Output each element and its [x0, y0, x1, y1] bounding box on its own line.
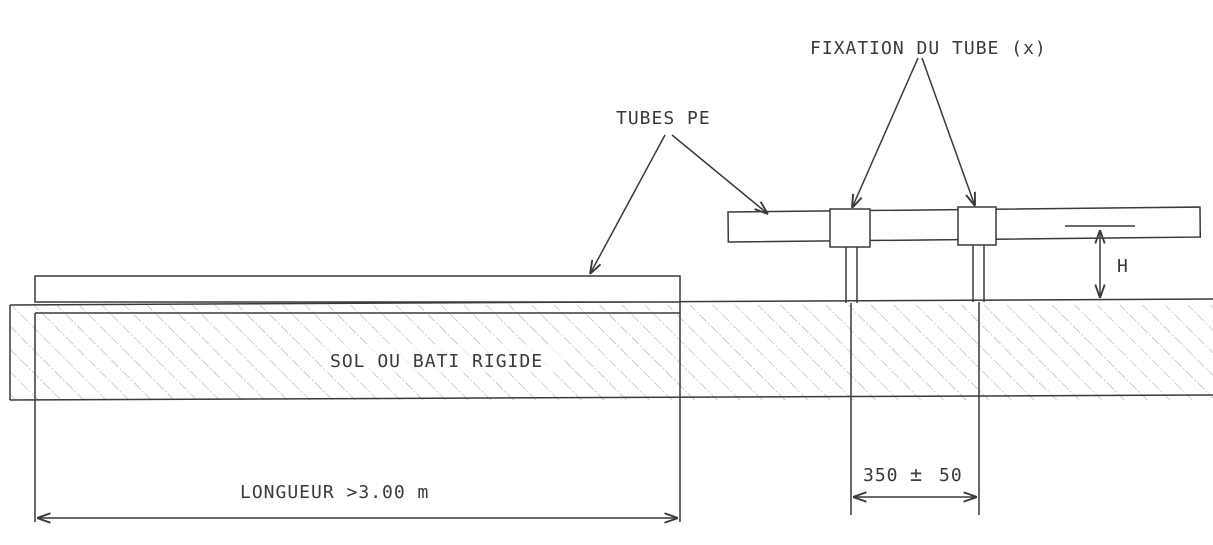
ground-label: SOL OU BATI RIGIDE	[330, 351, 543, 372]
tubes-pe-leaders: TUBES PE	[590, 108, 768, 274]
ground-slab	[9, 298, 1213, 401]
length-label: LONGUEUR >3.00 m	[240, 482, 429, 503]
plus-minus-sign: ±	[910, 462, 923, 486]
tube-left	[34, 275, 681, 314]
height-dimension: H	[1065, 225, 1135, 298]
spacing-tolerance: 50	[939, 465, 963, 486]
ground-label-group: SOL OU BATI RIGIDE	[325, 345, 565, 373]
spacing-value: 350	[863, 465, 899, 486]
fixation-leaders: FIXATION DU TUBE (x)	[810, 38, 1047, 208]
fixation-support-1	[829, 208, 871, 303]
spacing-dimension: 350 ± 50	[850, 302, 980, 515]
fixation-support-2	[957, 206, 997, 302]
length-dimension: LONGUEUR >3.00 m	[34, 302, 681, 522]
height-label: H	[1117, 256, 1129, 277]
tubes-pe-label: TUBES PE	[616, 108, 711, 129]
fixation-label: FIXATION DU TUBE (x)	[810, 38, 1047, 59]
